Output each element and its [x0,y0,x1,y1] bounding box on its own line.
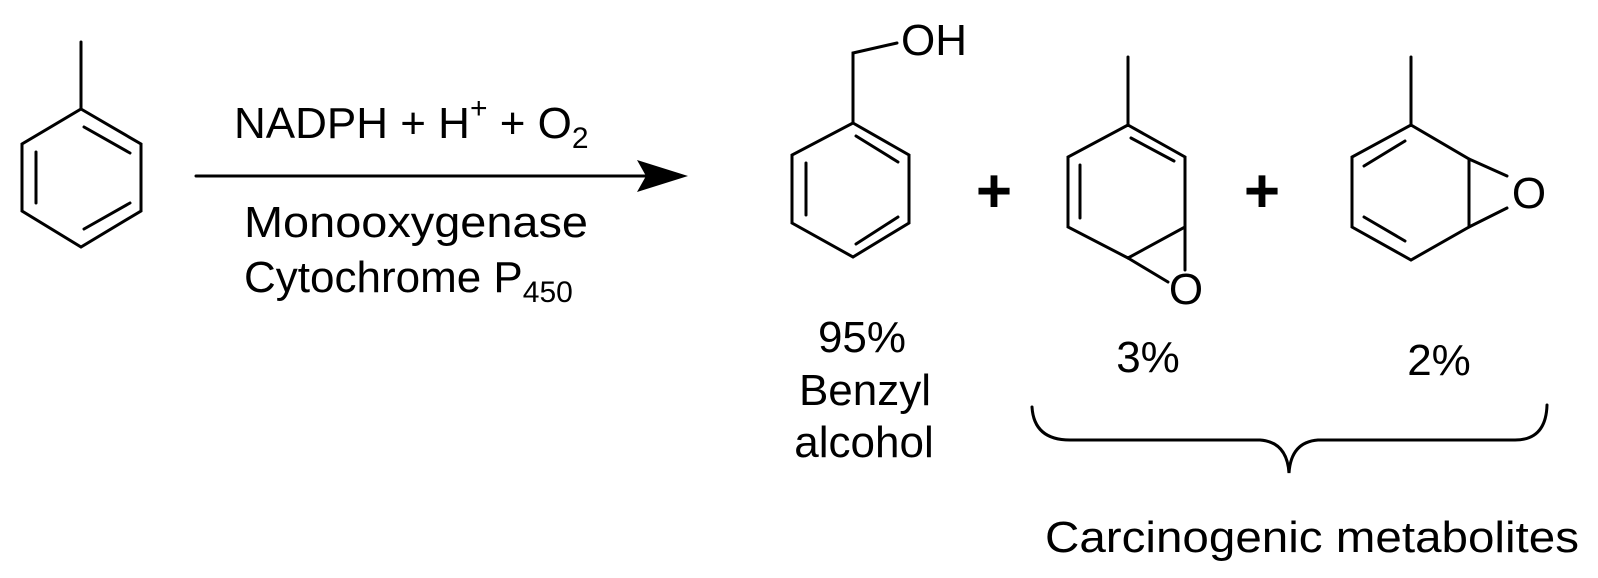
benzyl-alcohol-name-2: alcohol [794,418,933,467]
epoxide-b-oxygen: O [1512,169,1546,218]
curly-brace [1030,403,1549,474]
catalyst-label-2: Cytochrome P450 [244,253,573,309]
reaction-arrow [194,160,688,192]
benzyl-alcohol-name-1: Benzyl [799,366,931,415]
epoxide-b-structure: O [1350,55,1546,262]
catalyst-label-1: Monooxygenase [244,198,588,247]
epoxide-b-percent: 2% [1407,336,1471,385]
benzyl-alcohol-structure: OH [790,16,967,259]
hydroxyl-label: OH [901,16,967,65]
reagents-label: NADPH + H+ + O2 [234,92,589,155]
epoxide-a-oxygen: O [1169,265,1203,314]
epoxide-a-percent: 3% [1116,333,1180,382]
plus-sign-2: + [1244,157,1280,226]
epoxide-a-structure: O [1066,55,1203,314]
plus-sign-1: + [976,157,1012,226]
carcinogenic-metabolites-label: Carcinogenic metabolites [1045,513,1579,562]
benzyl-alcohol-percent: 95% [818,313,906,362]
toluene-structure [20,40,143,249]
